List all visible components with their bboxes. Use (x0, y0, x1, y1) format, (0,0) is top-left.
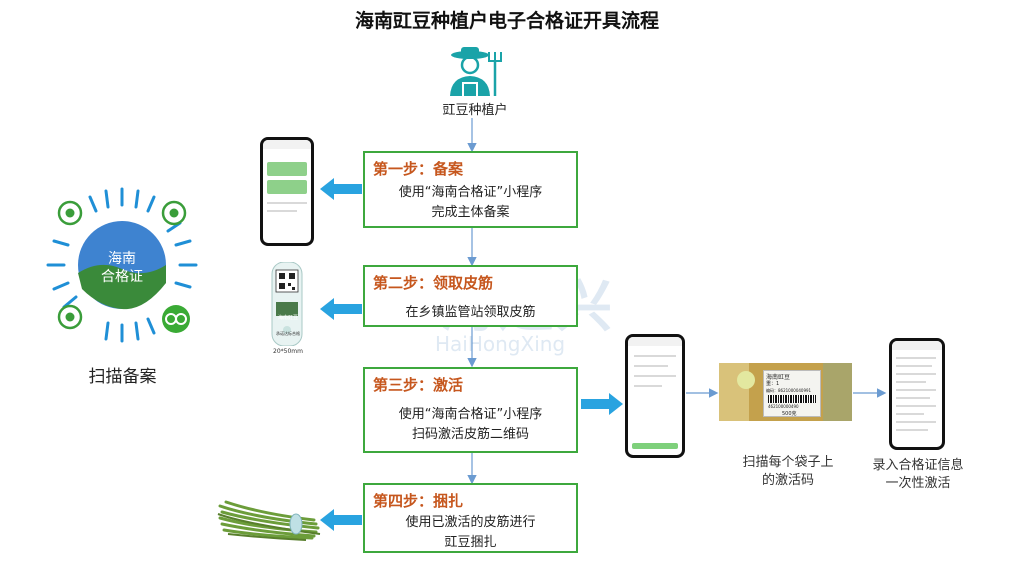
bag-label-code: 编码：8621000040991 (766, 388, 812, 393)
caption-line: 扫描每个袋子上 (742, 455, 834, 470)
caption-line: 一次性激活 (885, 476, 951, 491)
bag-label-photo: 海南豇豆 重：1 编码：8621000040991 462100000490 5… (719, 363, 852, 421)
bag-label-code: 462100000490 (768, 404, 799, 409)
qr-center-text: 海南 (108, 251, 136, 267)
band-tag-text: 承诺达标合格 (276, 331, 300, 336)
band-size-label: 20*50mm (273, 348, 303, 355)
farmer-icon (450, 47, 502, 96)
phone-screenshot-activate (625, 334, 685, 458)
step-title: 第一步：备案 (373, 160, 464, 178)
arrow-left-icon (320, 298, 362, 320)
band-tag-text: 海南豇豆 (277, 315, 298, 321)
bag-label-text: 海南豇豆 (766, 374, 791, 381)
step-title: 第三步：激活 (373, 376, 464, 394)
step-1-box: 第一步：备案 使用“海南合格证”小程序 完成主体备案 (363, 151, 578, 228)
step-desc: 使用“海南合格证”小程序 (398, 185, 543, 200)
step-title: 第二步：领取皮筋 (373, 274, 494, 292)
page-title: 海南豇豆种植户电子合格证开具流程 (354, 10, 659, 32)
step-desc: 使用“海南合格证”小程序 (398, 407, 543, 422)
barcode-icon (768, 395, 816, 403)
green-beans-bundle-image (217, 500, 321, 541)
caption-line: 的激活码 (761, 473, 814, 488)
rubber-band-tag-icon (271, 262, 303, 346)
arrow-left-icon (320, 509, 362, 531)
step-desc: 扫码激活皮筋二维码 (411, 427, 529, 442)
qr-center-text: 合格证 (101, 269, 143, 285)
step-desc: 使用已激活的皮筋进行 (405, 515, 536, 530)
scan-caption: 扫描每个袋子上 的激活码 (728, 454, 848, 490)
step-3-box: 第三步：激活 使用“海南合格证”小程序 扫码激活皮筋二维码 (363, 367, 578, 453)
mini-program-qr-icon (46, 187, 198, 343)
bag-label-text: 重：1 (766, 381, 780, 387)
qr-caption: 扫描备案 (88, 367, 157, 387)
arrow-left-icon (320, 178, 362, 200)
bag-label-weight: 500克 (782, 411, 797, 417)
phone-screenshot-register (260, 137, 314, 246)
phone-screenshot-entry (889, 338, 945, 450)
step-2-box: 第二步：领取皮筋 在乡镇监管站领取皮筋 (363, 265, 578, 327)
watermark-subtext: HaiHongXing (435, 332, 566, 356)
caption-line: 录入合格证信息 (872, 458, 964, 473)
step-4-box: 第四步：捆扎 使用已激活的皮筋进行 豇豆捆扎 (363, 483, 578, 553)
step-desc: 豇豆捆扎 (444, 535, 497, 550)
step-title: 第四步：捆扎 (373, 492, 464, 510)
step-desc: 完成主体备案 (431, 205, 510, 220)
farmer-label: 豇豆种植户 (442, 103, 508, 118)
entry-caption: 录入合格证信息 一次性激活 (858, 457, 978, 493)
step-desc: 在乡镇监管站领取皮筋 (405, 305, 536, 320)
arrow-right-icon (581, 393, 623, 415)
